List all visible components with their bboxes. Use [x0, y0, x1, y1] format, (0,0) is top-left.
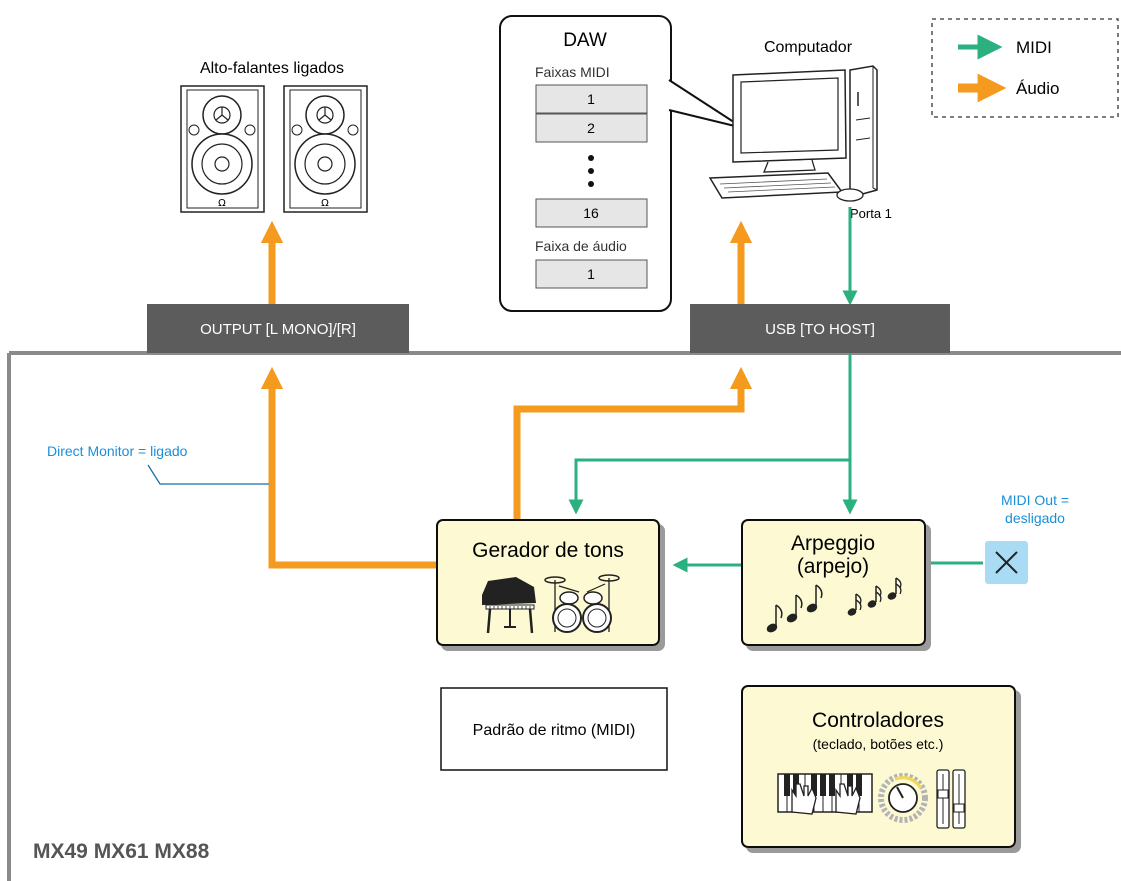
track-ellipsis: [588, 155, 594, 187]
tone-to-output-arrow: [260, 366, 437, 569]
midi-out-off-icon: [985, 541, 1028, 584]
midi-track-16: 16: [535, 198, 648, 228]
computer-label: Computador: [764, 39, 853, 56]
legend: MIDI Áudio: [931, 18, 1119, 118]
speaker-left-icon: Ω: [180, 85, 265, 213]
audio-track-1: 1: [535, 259, 648, 289]
midi-track-1-label: 1: [587, 91, 595, 107]
midi-track-2: 2: [535, 113, 648, 143]
usb-port-label: USB [TO HOST]: [765, 321, 875, 338]
computer-icon: [708, 65, 878, 202]
port-label: Porta 1: [850, 206, 892, 221]
arpeggio-label-line2: (arpejo): [797, 555, 869, 578]
product-models: MX49 MX61 MX88: [33, 840, 210, 863]
direct-monitor-leader: [147, 464, 269, 485]
midi-track-16-label: 16: [583, 205, 599, 221]
audio-routing: [260, 220, 753, 569]
tone-generator-label: Gerador de tons: [472, 539, 624, 562]
controllers-title: Controladores: [812, 709, 944, 732]
knob-icon: [878, 773, 928, 823]
drum-kit-icon: [544, 574, 620, 633]
output-port-box: OUTPUT [L MONO]/[R]: [147, 304, 409, 353]
midi-out-label-line2: desligado: [1005, 510, 1065, 526]
audio-track-label: Faixa de áudio: [535, 238, 627, 254]
arpeggio-block: [741, 519, 926, 646]
midi-track-2-label: 2: [587, 120, 595, 136]
piano-icon: [482, 577, 536, 634]
keyboard-hands-icon: [777, 773, 873, 815]
speaker-right-icon: Ω: [283, 85, 368, 213]
sliders-icon: [936, 769, 966, 829]
direct-monitor-label: Direct Monitor = ligado: [47, 443, 188, 459]
midi-tracks-label: Faixas MIDI: [535, 64, 610, 80]
svg-text:Ω: Ω: [218, 198, 226, 209]
midi-routing: [568, 207, 983, 573]
speakers-label: Alto-falantes ligados: [200, 60, 344, 77]
legend-audio-label: Áudio: [1016, 79, 1059, 98]
controllers-subtitle: (teclado, botões etc.): [813, 736, 944, 752]
tone-to-usb-arrow: [513, 366, 753, 520]
rhythm-pattern-label: Padrão de ritmo (MIDI): [473, 722, 636, 739]
usb-port-box: USB [TO HOST]: [690, 304, 950, 353]
midi-track-1: 1: [535, 84, 648, 114]
svg-text:Ω: Ω: [321, 198, 329, 209]
arpeggio-label-line1: Arpeggio: [791, 532, 875, 555]
legend-midi-label: MIDI: [1016, 38, 1052, 57]
midi-out-label-line1: MIDI Out =: [1001, 492, 1069, 508]
usb-to-tone-arrow: [568, 458, 850, 515]
audio-track-1-label: 1: [587, 266, 595, 282]
output-port-label: OUTPUT [L MONO]/[R]: [200, 321, 356, 338]
rhythm-pattern-block: [440, 687, 668, 771]
daw-title: DAW: [563, 30, 607, 51]
music-notes-icon: [766, 577, 902, 633]
